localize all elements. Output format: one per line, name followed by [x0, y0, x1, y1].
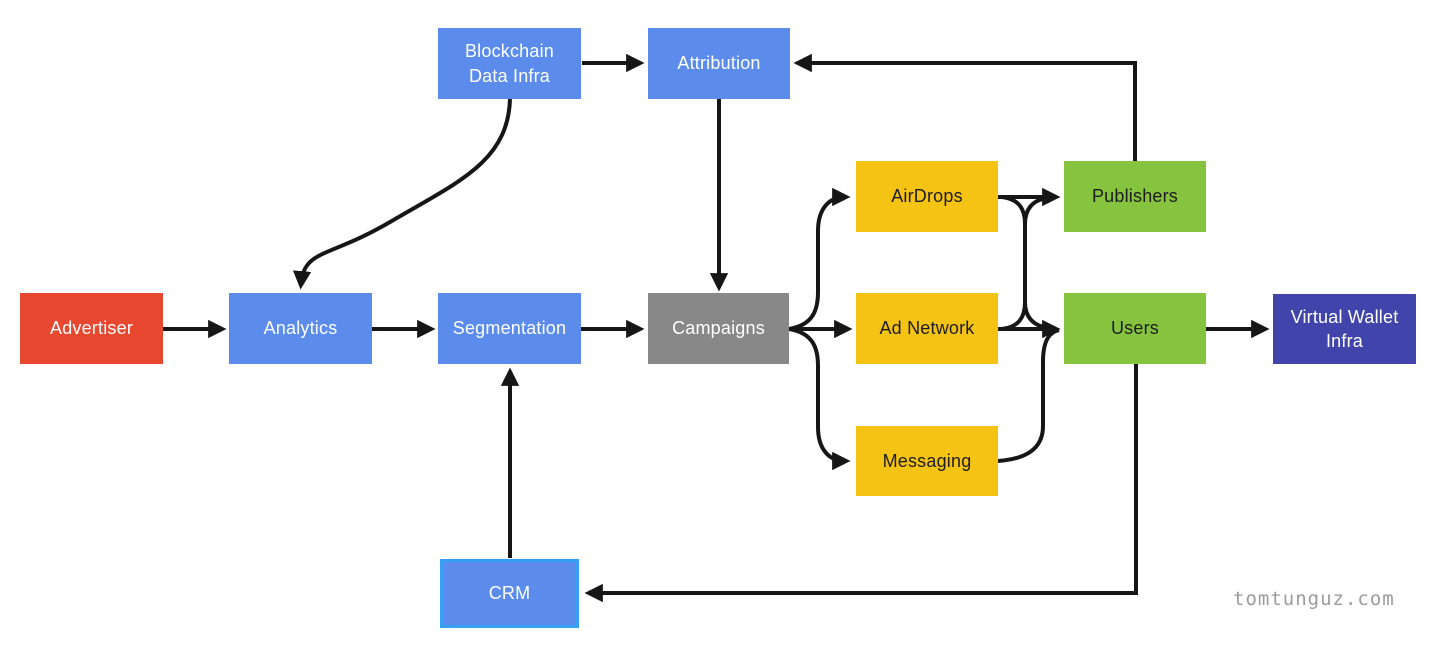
node-ad-network: Ad Network	[856, 293, 998, 364]
node-attribution: Attribution	[648, 28, 790, 99]
watermark-text: tomtunguz.com	[1233, 588, 1395, 610]
edge-users-to-crm	[584, 364, 1138, 603]
node-virtual-wallet-infra: Virtual Wallet Infra	[1273, 294, 1416, 364]
edge-messaging-to-users	[997, 328, 1060, 463]
node-blockchain-data-infra: Blockchain Data Infra	[438, 28, 581, 99]
node-users: Users	[1064, 293, 1206, 364]
node-advertiser: Advertiser	[20, 293, 163, 364]
edge-campaigns-to-airdrops	[788, 187, 851, 331]
node-airdrops: AirDrops	[856, 161, 998, 232]
node-messaging: Messaging	[856, 426, 998, 496]
edge-blockchain-to-analytics	[292, 98, 512, 290]
node-analytics: Analytics	[229, 293, 372, 364]
node-campaigns: Campaigns	[648, 293, 789, 364]
node-publishers: Publishers	[1064, 161, 1206, 232]
edge-campaigns-to-messaging	[788, 327, 851, 471]
edge-publishers-to-attribution	[793, 53, 1137, 161]
node-segmentation: Segmentation	[438, 293, 581, 364]
edge-adnetwork-to-publishers	[1001, 196, 1050, 331]
node-crm: CRM	[440, 559, 579, 628]
